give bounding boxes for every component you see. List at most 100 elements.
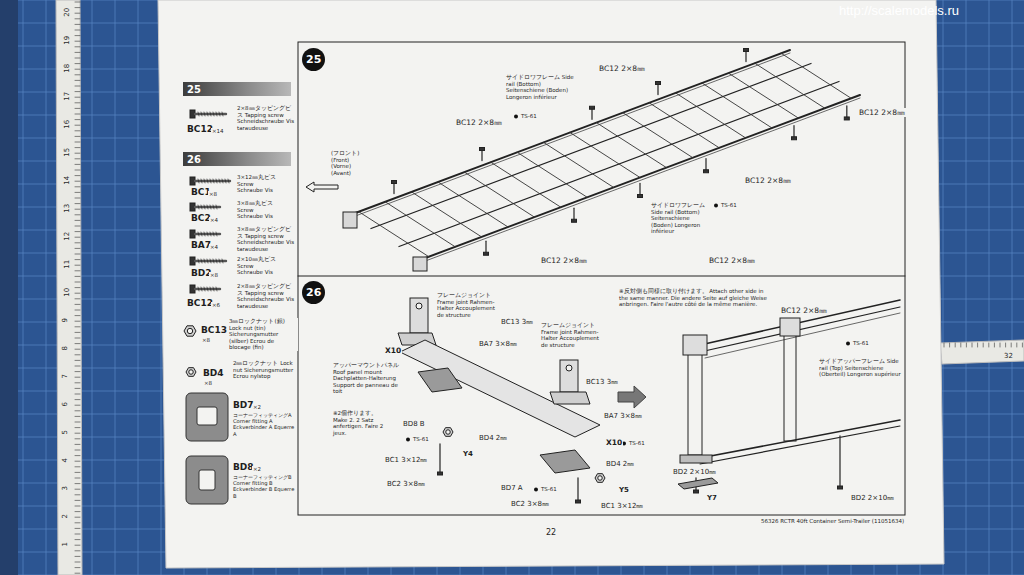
screw-symbol [591, 108, 592, 119]
step-number-text: 25 [187, 84, 201, 95]
part-label: BD2 2×10㎜ [672, 468, 717, 476]
ruler-tick [75, 2, 80, 3]
part-label: ×14 [211, 128, 225, 135]
ruler-tick [75, 416, 80, 417]
joint-hole [566, 365, 572, 371]
part-label: ×4 [209, 217, 219, 224]
corner-fitting-hole [199, 470, 215, 490]
frame-rail-edge [350, 53, 790, 218]
part-label: 56326 RCTR 40ft Container Semi-Trailer (… [760, 518, 905, 525]
screw-symbol [573, 208, 574, 219]
ruler-tick [75, 422, 80, 423]
part-label: TS-61 [628, 440, 646, 447]
cross-member [623, 113, 693, 158]
lock-nut [443, 428, 453, 437]
part-label: BD4 2㎜ [478, 434, 508, 442]
ruler-tick [75, 506, 80, 507]
screw-thread [213, 112, 214, 116]
part-label: ※反対側も同様に取り付けます。 Attach other side in the… [618, 288, 770, 308]
screw-thread [228, 179, 229, 183]
ruler-tick [75, 315, 80, 316]
screw-thread [201, 287, 202, 291]
ruler-tick [75, 41, 80, 42]
frame-rail [420, 95, 860, 260]
ruler-number: 14 [63, 175, 71, 186]
corner-fitting [680, 455, 712, 463]
screw-head [792, 137, 797, 140]
part-label: BC1 3×12㎜ [384, 456, 428, 464]
ruler-tick [75, 30, 80, 31]
mat-grid [92, 0, 93, 575]
part-label: Y4 [462, 450, 474, 458]
ruler-tick [75, 550, 80, 551]
screw-head [484, 252, 489, 255]
cross-member [649, 103, 719, 148]
screw-thread [198, 232, 199, 236]
screw-head [572, 219, 577, 222]
ruler-tick [75, 522, 80, 523]
screw-symbol [846, 106, 847, 117]
ruler-number: 20 [63, 7, 71, 18]
screw-symbol [793, 126, 794, 137]
ruler-tick [75, 58, 80, 59]
frame-joint [410, 298, 428, 333]
screw-thread [219, 259, 220, 263]
part-label: BC12 [186, 298, 214, 309]
part-label: 3×12㎜丸ビス Screw Schraube Vis [236, 174, 278, 194]
nut-hole [187, 328, 192, 333]
ruler-tick [75, 326, 80, 327]
part-label: サイドロワフレーム Side rail (Bottom) Seitenschie… [505, 74, 577, 100]
screw-thread [216, 232, 217, 236]
screw-symbol [393, 183, 394, 194]
ruler-tick [994, 343, 995, 347]
part-label: X10 [605, 438, 623, 447]
part-label: 2×8㎜タッピングビス Tapping screw Schneidschraub… [236, 283, 296, 309]
cross-member [438, 182, 508, 227]
cross-member [702, 83, 772, 128]
side-rail-bottom [700, 420, 900, 458]
mat-grid [0, 276, 1024, 277]
screw-symbol [485, 241, 486, 252]
screw-thread [216, 259, 217, 263]
ruler-tick [75, 483, 80, 484]
ruler-tick [75, 276, 80, 277]
ruler-tick [75, 394, 80, 395]
part-label: BA7 3×8㎜ [478, 340, 518, 348]
ruler-tick [972, 343, 973, 347]
screw-head [590, 106, 595, 109]
ruler-tick [75, 46, 80, 47]
ruler-tick [75, 494, 80, 495]
screw-thread [207, 232, 208, 236]
step-number-text: 26 [306, 286, 321, 299]
lock-nut [595, 474, 605, 483]
screw-thread [198, 112, 199, 116]
screw-thread [201, 179, 202, 183]
ruler-tick [75, 399, 80, 400]
part-label: BC12 2×8㎜ [455, 118, 503, 127]
screw-thread [210, 179, 211, 183]
screw-shaft [195, 206, 220, 208]
screw-thread [222, 112, 223, 116]
ruler-tick [75, 175, 80, 176]
ruler [940, 340, 1024, 364]
cross-member [359, 212, 429, 257]
part-label: BC12 2×8㎜ [780, 306, 828, 315]
screw-symbol [839, 436, 840, 486]
screw-thread [204, 232, 205, 236]
screw-thread [210, 112, 211, 116]
ruler-tick [75, 438, 80, 439]
ruler-tick [75, 382, 80, 383]
ruler-number: 16 [63, 119, 71, 130]
ruler-tick [75, 489, 80, 490]
mat-grid [138, 0, 139, 575]
ruler-tick [1016, 343, 1017, 347]
ruler-tick [75, 24, 80, 25]
ruler-tick [75, 405, 80, 406]
part-label: 3×8㎜丸ビス Screw Schraube Vis [236, 200, 278, 220]
part-label: BC13 3㎜ [500, 318, 534, 326]
ruler-tick [75, 427, 80, 428]
ruler-tick [75, 478, 80, 479]
corner-post [784, 326, 796, 441]
part-label: BD8 B [402, 420, 426, 428]
cross-member [755, 63, 825, 108]
